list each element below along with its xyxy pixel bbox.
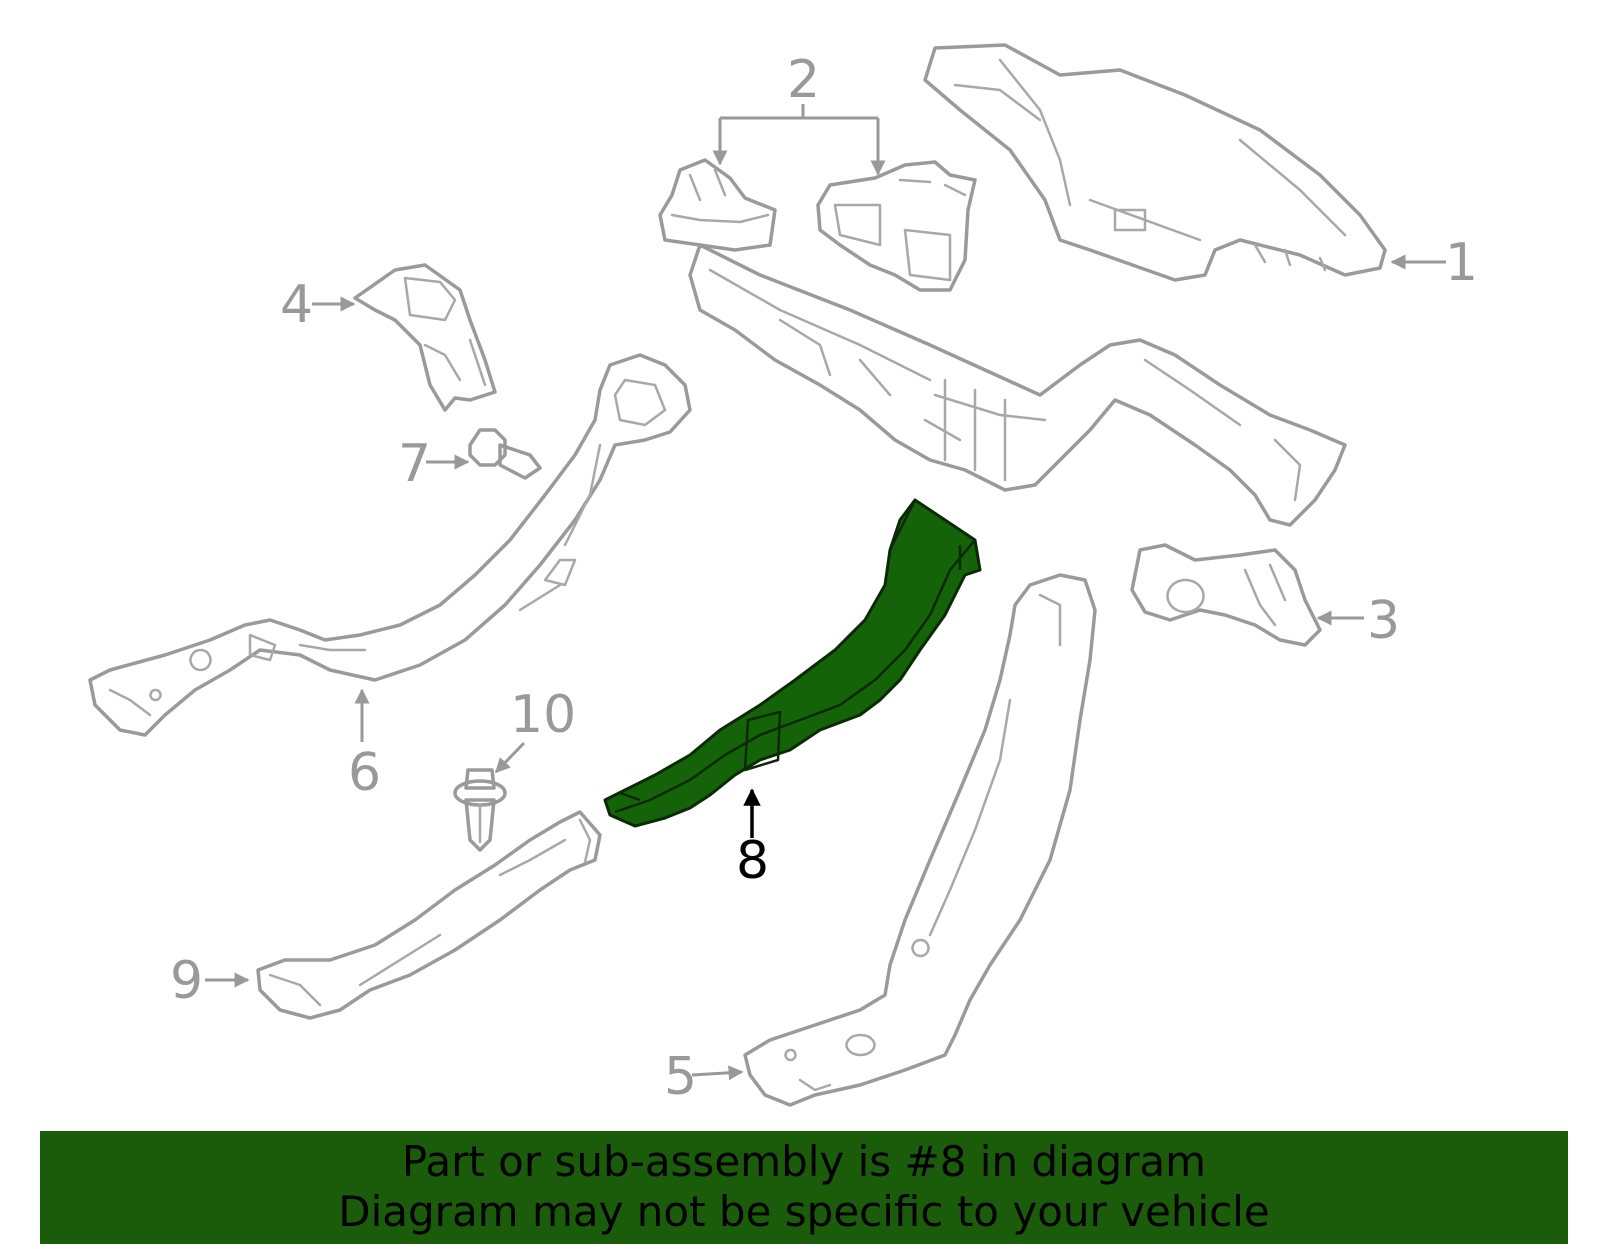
part-5-right-duct[interactable] (743, 573, 1097, 1107)
callout-4: 4 (280, 275, 313, 335)
callout-5: 5 (664, 1047, 697, 1107)
info-banner: Part or sub-assembly is #8 in diagram Di… (40, 1131, 1568, 1244)
callout-10: 10 (510, 685, 576, 745)
callout-9: 9 (170, 951, 203, 1011)
leader-lines (205, 104, 1446, 1081)
callout-6: 6 (348, 743, 381, 803)
part-7-bolt[interactable] (468, 428, 542, 480)
part-6-left-duct[interactable] (88, 353, 692, 737)
callout-1: 1 (1445, 233, 1478, 293)
part-1-dash-duct[interactable] (923, 43, 1387, 282)
callout-7: 7 (398, 434, 431, 494)
callout-2: 2 (787, 50, 820, 110)
banner-line-1: Part or sub-assembly is #8 in diagram (401, 1137, 1207, 1186)
callout-8: 8 (736, 831, 769, 891)
part-4-bracket[interactable] (353, 263, 497, 412)
callout-3: 3 (1367, 591, 1400, 651)
part-10-clip[interactable] (453, 768, 507, 852)
part-8-highlighted-duct[interactable] (603, 498, 982, 828)
part-8-edge-detail (614, 499, 976, 814)
banner-line-2: Diagram may not be specific to your vehi… (338, 1187, 1270, 1236)
parts-diagram: 1 2 3 4 5 6 7 8 9 10 (88, 43, 1478, 1107)
part-3-outlet[interactable] (1130, 543, 1322, 647)
part-9-lower-duct[interactable] (256, 810, 602, 1020)
part-8-body (603, 498, 982, 828)
part-2-vent-housings[interactable] (658, 158, 977, 292)
upper-crossover-duct[interactable] (688, 243, 1347, 527)
